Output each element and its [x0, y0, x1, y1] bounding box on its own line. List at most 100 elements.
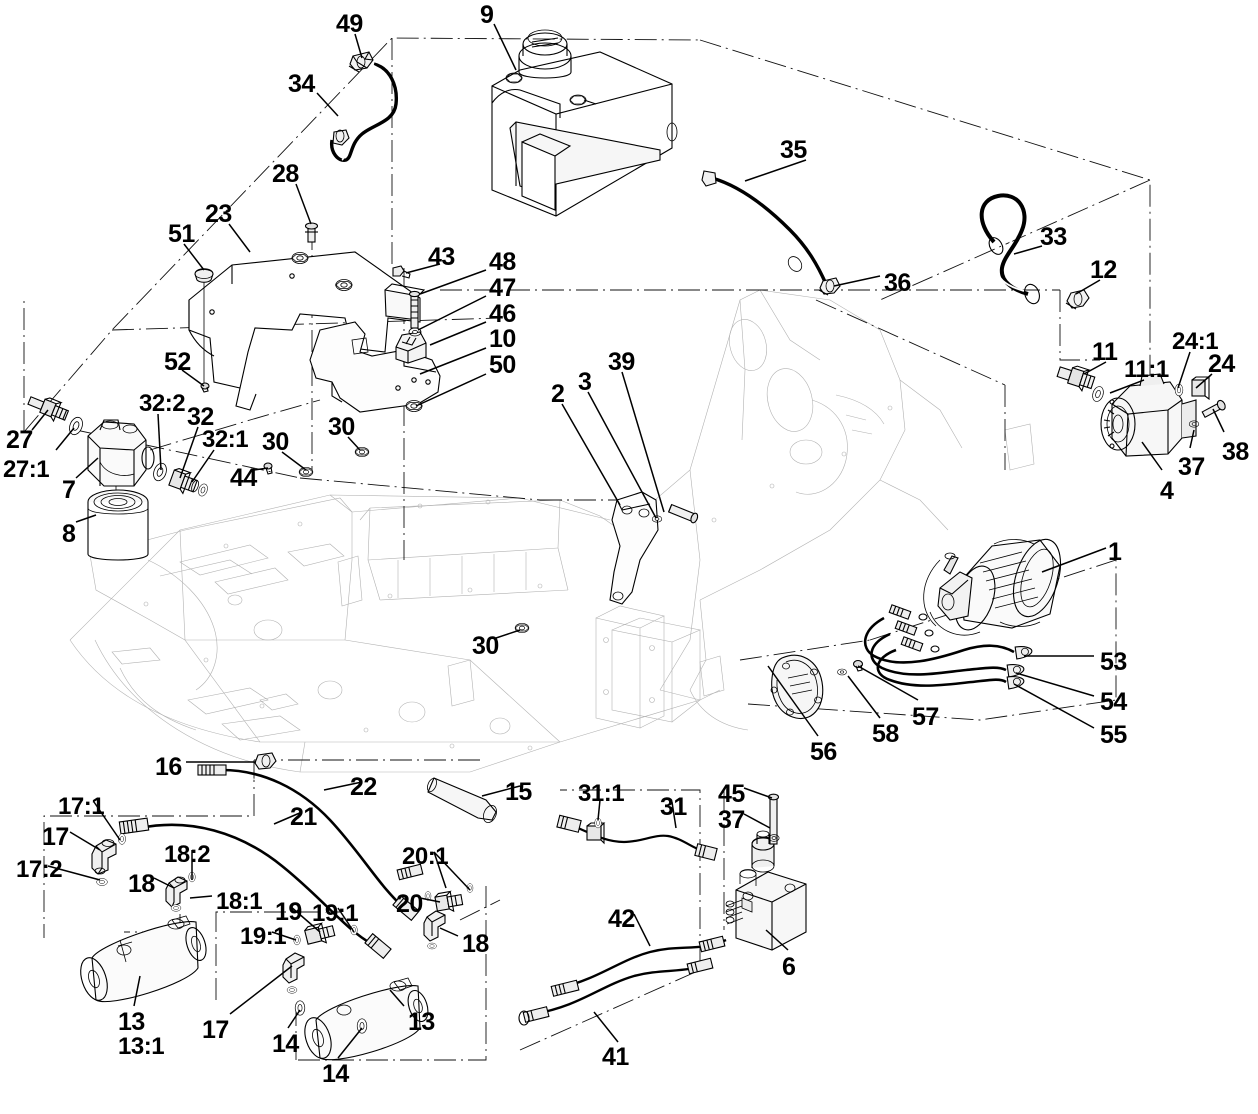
part-17b-elbow [282, 952, 305, 984]
callout-number-17: 17 [202, 1016, 229, 1044]
part-54-cable [870, 632, 1025, 678]
part-39-shoulder-bolt [667, 503, 699, 524]
part-22-hose [197, 764, 420, 922]
part-4-hydraulic-pump [1100, 373, 1197, 457]
part-8-oil-filter [87, 489, 149, 561]
callout-number-20-1: 20:1 [402, 843, 449, 870]
part-11-1-oring [1090, 384, 1106, 404]
callout-number-52: 52 [164, 348, 191, 376]
part-32-fitting [168, 468, 199, 495]
machine-frame-lower-ghost [147, 379, 963, 731]
part-36-hose-clamp [818, 277, 841, 296]
callout-number-55: 55 [1100, 721, 1127, 749]
upper-fitting-20 [396, 863, 424, 881]
callout-number-6: 6 [782, 953, 796, 981]
callout-number-50: 50 [489, 351, 516, 379]
callout-number-54: 54 [1100, 688, 1127, 716]
callout-number-16: 16 [155, 753, 182, 781]
callout-number-9: 9 [480, 1, 494, 29]
callout-number-27-1: 27:1 [3, 456, 50, 483]
part-1-electric-motor [923, 538, 1062, 636]
callout-number-37: 37 [1178, 453, 1205, 481]
part-34-hose-end [332, 129, 350, 146]
callout-number-24: 24 [1208, 350, 1235, 378]
callout-number-12: 12 [1090, 256, 1117, 284]
callout-number-43: 43 [428, 243, 455, 271]
part-34-return-hose [330, 62, 398, 162]
part-18-1-oring [170, 904, 182, 912]
callout-number-33: 33 [1040, 223, 1067, 251]
part-27-fitting [27, 396, 70, 423]
part-18c-oring [427, 942, 437, 950]
callout-number-46: 46 [489, 300, 516, 328]
callout-number-44: 44 [230, 464, 257, 492]
callout-number-15: 15 [505, 778, 532, 806]
part-51-grommet [194, 268, 214, 283]
callout-number-17-1: 17:1 [58, 793, 105, 820]
callout-number-31: 31 [660, 793, 687, 821]
part-38-bolt [1201, 399, 1226, 418]
callout-number-11-1: 11:1 [1124, 356, 1169, 383]
callout-number-4: 4 [1160, 477, 1174, 505]
part-44-screw [263, 462, 273, 475]
part-42-hose [550, 935, 727, 997]
callout-number-18: 18 [128, 870, 155, 898]
callout-number-13: 13 [408, 1008, 435, 1036]
part-48-bolt [408, 290, 421, 329]
part-50-locknut [405, 400, 423, 412]
callout-number-14: 14 [322, 1060, 349, 1088]
callout-number-3: 3 [578, 368, 592, 396]
callout-number-45: 45 [718, 780, 745, 808]
part-46-clamp-block [395, 331, 427, 364]
callout-number-18-1: 18:1 [216, 888, 263, 915]
callout-number-22: 22 [350, 773, 377, 801]
callout-number-35: 35 [780, 136, 807, 164]
callout-number-39: 39 [608, 348, 635, 376]
callout-number-10: 10 [489, 325, 516, 353]
callout-number-30: 30 [328, 413, 355, 441]
callout-number-28: 28 [272, 160, 299, 188]
callout-number-2: 2 [551, 380, 565, 408]
callout-number-30: 30 [472, 632, 499, 660]
part-14-bushing-a [294, 1000, 306, 1016]
leader-lines [31, 23, 1225, 1059]
callout-number-49: 49 [336, 10, 363, 38]
part-35-vent-hose [711, 176, 828, 286]
callout-number-38: 38 [1222, 438, 1249, 466]
part-21-hose [118, 817, 392, 960]
part-53-cable [863, 616, 1033, 664]
part-16-fitting [254, 752, 277, 770]
part-18c-elbow [423, 910, 446, 942]
part-13-cylinder-b [304, 977, 429, 1061]
callout-number-14: 14 [272, 1030, 299, 1058]
callout-number-18-2: 18:2 [164, 841, 211, 868]
callout-number-13-1: 13:1 [118, 1033, 165, 1060]
part-30-locknut-a [298, 466, 314, 478]
plate-nut [291, 252, 309, 264]
callout-number-34: 34 [288, 70, 315, 98]
part-49-hose-clamp [348, 51, 374, 73]
part-23-mounting-plate [188, 251, 426, 411]
callout-number-17: 17 [42, 823, 69, 851]
callout-number-13: 13 [118, 1008, 145, 1036]
callout-number-31-1: 31:1 [578, 780, 625, 807]
callout-number-8: 8 [62, 520, 76, 548]
callout-number-32-2: 32:2 [139, 390, 186, 417]
part-33-suction-hose [979, 193, 1040, 305]
part-58-washer [837, 668, 847, 676]
part-20-tee [434, 890, 464, 913]
part-2-mounting-bracket [609, 491, 659, 605]
callout-number-47: 47 [489, 274, 516, 302]
callout-number-19-1: 19:1 [312, 900, 359, 927]
callout-number-53: 53 [1100, 648, 1127, 676]
callout-number-48: 48 [489, 248, 516, 276]
part-6-valve-manifold [725, 830, 807, 951]
motor-terminal-lugs [888, 604, 940, 653]
callout-number-21: 21 [290, 803, 317, 831]
part-17b-oring [286, 986, 298, 994]
callout-number-24-1: 24:1 [1172, 328, 1219, 355]
part-24-fitting [1191, 376, 1211, 401]
callout-number-51: 51 [168, 220, 195, 248]
